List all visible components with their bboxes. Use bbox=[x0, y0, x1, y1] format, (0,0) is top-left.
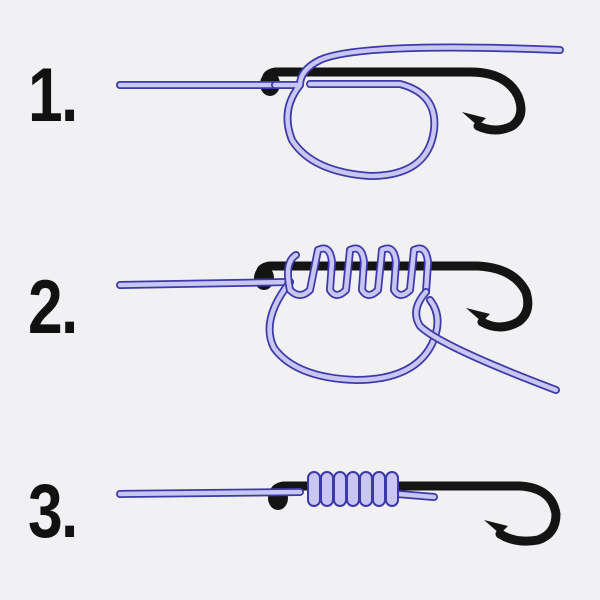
step-1-illustration bbox=[116, 43, 564, 180]
step-3-number: 3. bbox=[28, 469, 78, 554]
step-1-number: 1. bbox=[28, 53, 78, 138]
step-2-illustration bbox=[116, 244, 560, 394]
knot-coils bbox=[307, 471, 399, 507]
step-2-number: 2. bbox=[28, 265, 78, 350]
fishing-line bbox=[116, 244, 560, 394]
fishing-line bbox=[116, 471, 438, 507]
line-wraps bbox=[284, 244, 432, 299]
step-3-illustration bbox=[116, 471, 561, 546]
fishing-line bbox=[116, 43, 564, 180]
